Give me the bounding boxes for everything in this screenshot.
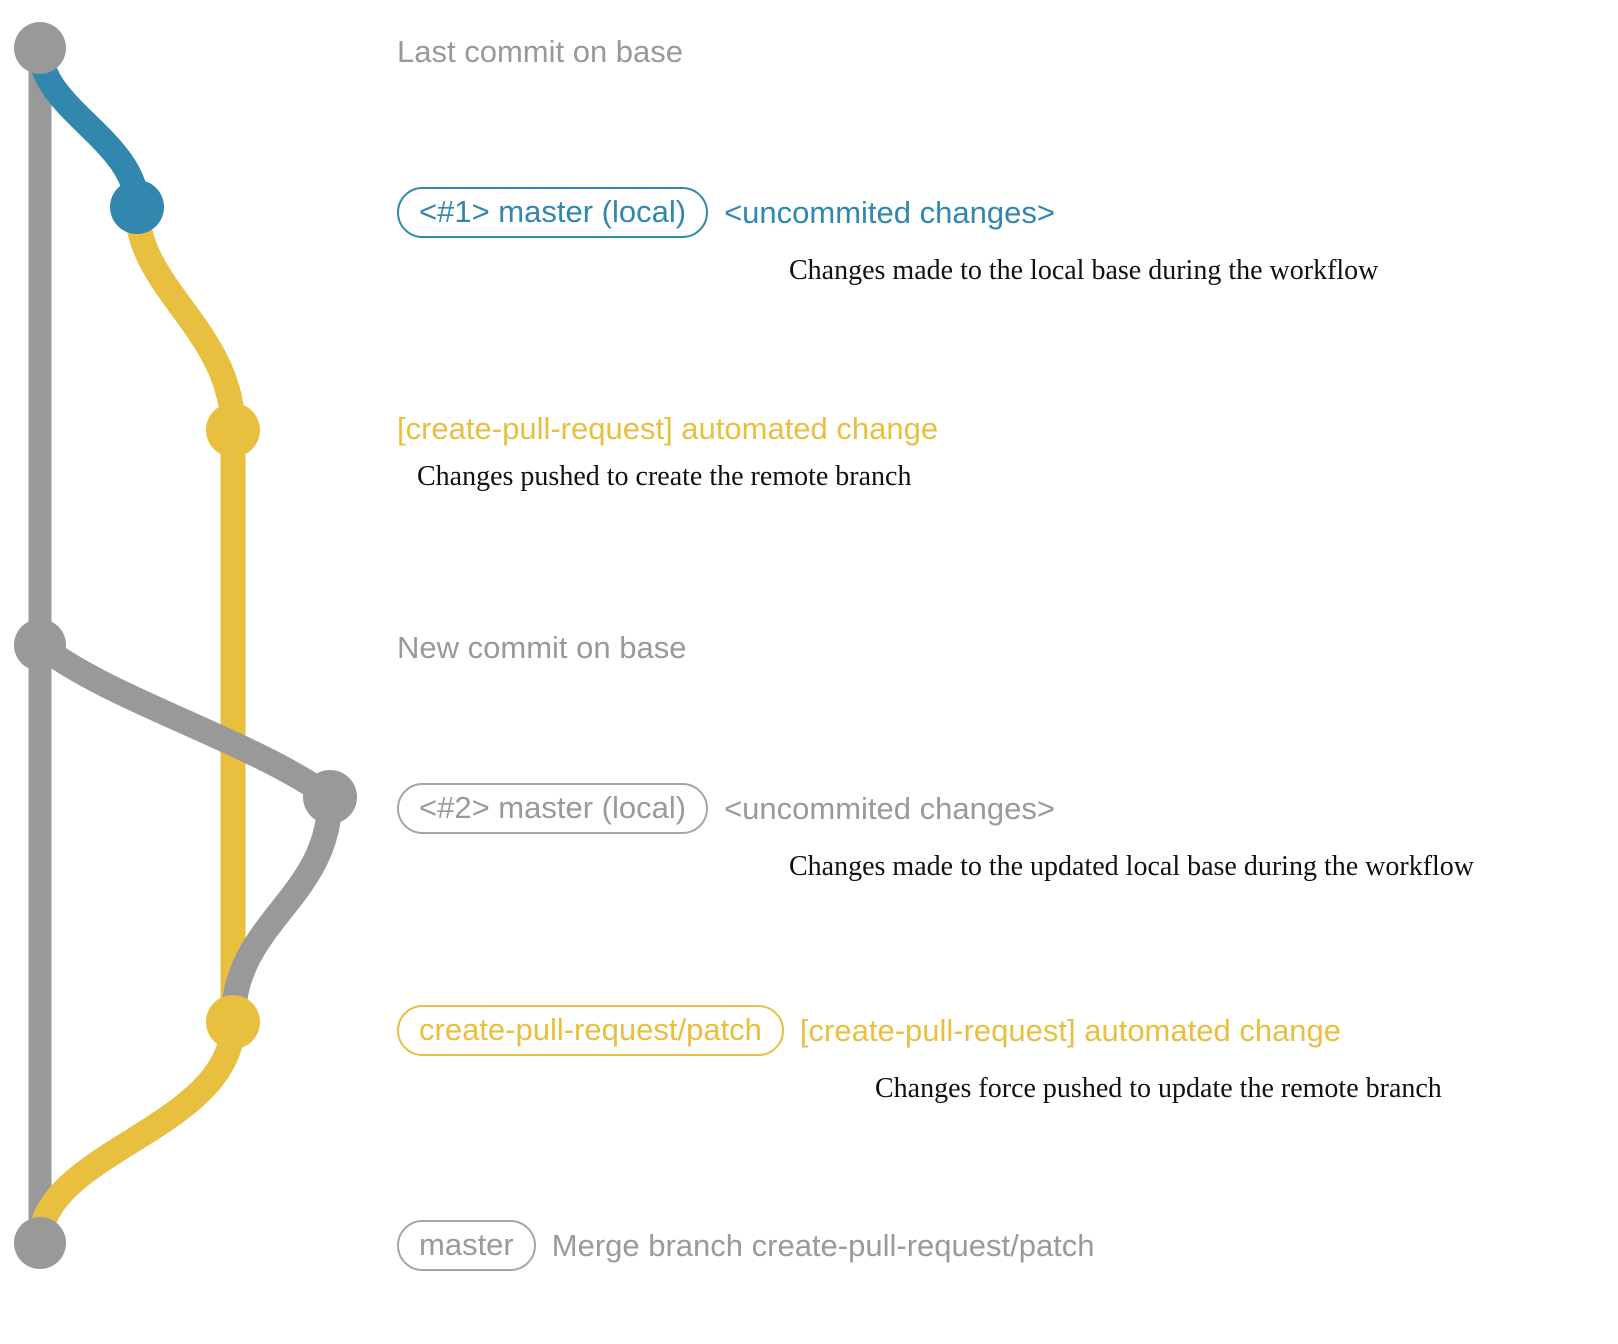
- row-master-merge-main: master Merge branch create-pull-request/…: [397, 1220, 1095, 1271]
- new-commit-message: New commit on base: [397, 630, 687, 665]
- automated-change-1-message: [create-pull-request] automated change: [397, 411, 939, 446]
- last-commit-message: Last commit on base: [397, 34, 684, 69]
- local-branch-curve-2: [27, 632, 343, 810]
- row-local-commit-1-main: <#1> master (local) <uncommited changes>: [397, 187, 1378, 238]
- row-local-commit-2-main: <#2> master (local) <uncommited changes>: [397, 783, 1474, 834]
- local-commit-1-caption: Changes made to the local base during th…: [789, 255, 1379, 286]
- row-patch-branch: create-pull-request/patch [create-pull-r…: [397, 1005, 1442, 1103]
- patch-merge-curve: [27, 1009, 246, 1256]
- row-local-commit-2: <#2> master (local) <uncommited changes>…: [397, 783, 1474, 881]
- row-last-commit: Last commit on base: [397, 36, 683, 67]
- local-commit-1-node[interactable]: [110, 180, 164, 234]
- patch-branch-curve-1: [124, 194, 246, 443]
- row-last-commit-main: Last commit on base: [397, 36, 683, 67]
- last-commit-on-base-node[interactable]: [14, 22, 66, 74]
- row-new-commit: New commit on base: [397, 632, 686, 663]
- local-commit-2-node[interactable]: [303, 770, 357, 824]
- master-merge-message: Merge branch create-pull-request/patch: [551, 1228, 1095, 1263]
- automated-change-1-caption: Changes pushed to create the remote bran…: [417, 461, 912, 492]
- row-new-commit-main: New commit on base: [397, 632, 686, 663]
- row-automated-change-1-main: [create-pull-request] automated change: [397, 413, 938, 444]
- local-to-patch-curve-2: [220, 784, 343, 1035]
- branch-pill-local-1[interactable]: <#1> master (local): [397, 187, 709, 238]
- row-local-commit-1: <#1> master (local) <uncommited changes>…: [397, 187, 1378, 285]
- branch-pill-master[interactable]: master: [397, 1220, 536, 1271]
- new-commit-on-base-node[interactable]: [14, 619, 66, 671]
- local-commit-1-message: <uncommited changes>: [724, 195, 1055, 230]
- branch-pill-patch[interactable]: create-pull-request/patch: [397, 1005, 784, 1056]
- row-master-merge: master Merge branch create-pull-request/…: [397, 1220, 1095, 1271]
- automated-change-2-node[interactable]: [206, 995, 260, 1049]
- row-automated-change-1: [create-pull-request] automated change C…: [397, 413, 938, 491]
- local-commit-2-message: <uncommited changes>: [724, 791, 1055, 826]
- patch-branch-caption: Changes force pushed to update the remot…: [875, 1073, 1442, 1104]
- local-commit-2-caption: Changes made to the updated local base d…: [789, 851, 1475, 882]
- automated-change-1-node[interactable]: [206, 403, 260, 457]
- patch-branch-message: [create-pull-request] automated change: [799, 1013, 1342, 1048]
- master-merge-node[interactable]: [14, 1217, 66, 1269]
- branch-pill-local-2[interactable]: <#2> master (local): [397, 783, 709, 834]
- row-patch-branch-main: create-pull-request/patch [create-pull-r…: [397, 1005, 1442, 1056]
